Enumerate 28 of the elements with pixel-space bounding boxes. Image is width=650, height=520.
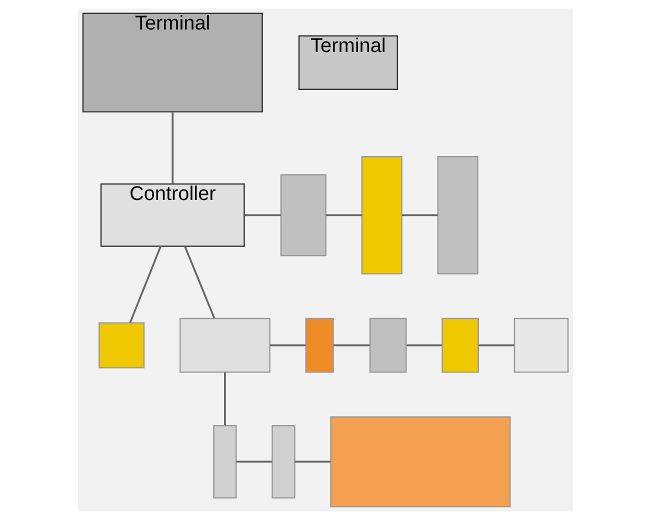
connector	[402, 214, 438, 216]
connector	[333, 344, 370, 346]
connector	[171, 112, 174, 184]
connector	[236, 460, 272, 463]
connector	[244, 214, 280, 216]
node-box	[179, 318, 270, 373]
node-box	[441, 318, 478, 373]
node-box	[304, 318, 334, 373]
connector	[128, 246, 162, 324]
connector	[406, 344, 442, 346]
connector	[294, 460, 330, 463]
node-box	[271, 425, 295, 498]
node-box	[212, 425, 236, 498]
connector	[478, 344, 514, 346]
node-box	[330, 416, 510, 508]
connector	[224, 372, 226, 426]
node-box	[280, 174, 326, 256]
node-box	[360, 156, 402, 274]
node-box: Terminal	[82, 12, 262, 112]
connector	[184, 246, 215, 319]
node-box	[98, 322, 144, 368]
node-box	[368, 318, 406, 373]
node-box	[436, 156, 478, 274]
node-box: Terminal	[298, 35, 398, 90]
node-box	[513, 318, 568, 373]
connector	[326, 214, 362, 216]
connector	[270, 344, 306, 346]
node-box: Controller	[100, 183, 244, 247]
